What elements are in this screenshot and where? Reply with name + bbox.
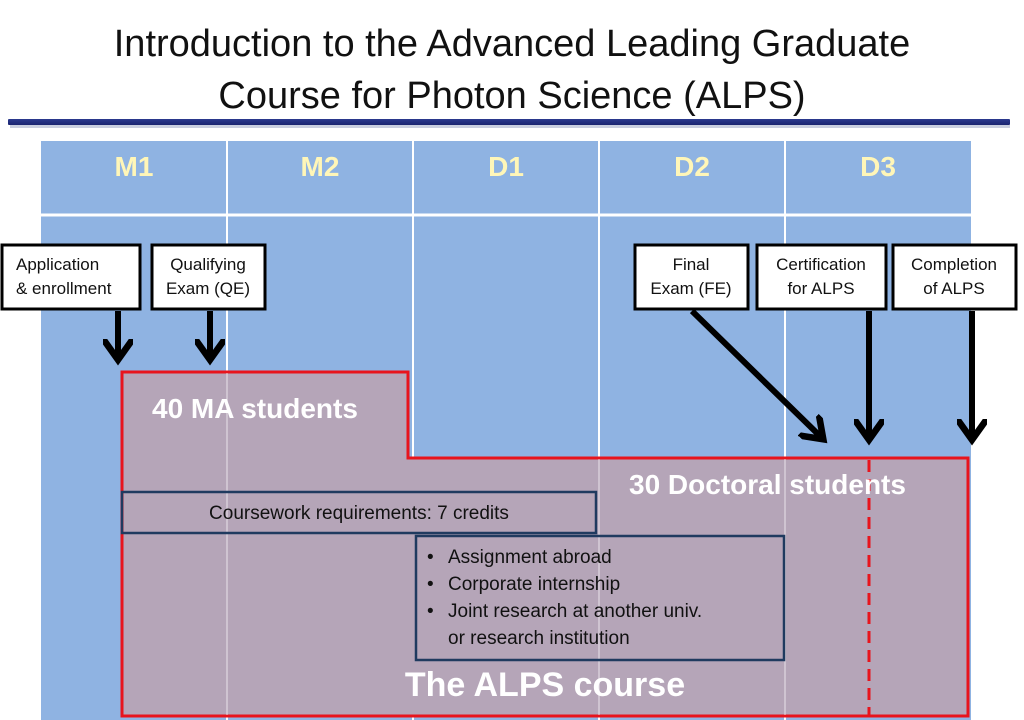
activity-bullet: • [427, 601, 434, 622]
title-rule-shadow [10, 125, 1010, 128]
activities-box [414, 534, 786, 662]
year-label-m2: M2 [301, 151, 340, 182]
coursework-text: Coursework requirements: 7 credits [209, 503, 509, 524]
milestone-final-exam-line2: Exam (FE) [650, 279, 731, 298]
title-line-1: Introduction to the Advanced Leading Gra… [113, 23, 911, 65]
milestone-final-exam-line1: Final [673, 255, 710, 274]
milestone-qualifying-line2: Exam (QE) [166, 279, 250, 298]
activity-item: Joint research at another univ. [448, 601, 702, 622]
activity-bullet: • [427, 547, 434, 568]
milestone-completion-line2: of ALPS [923, 279, 984, 298]
milestone-application: Application & enrollment [0, 243, 142, 311]
milestone-final-exam: Final Exam (FE) [633, 243, 750, 311]
activity-item: or research institution [448, 628, 630, 649]
coursework-box [120, 490, 598, 535]
year-label-d1: D1 [488, 151, 524, 182]
title-line-2: Course for Photon Science (ALPS) [218, 75, 806, 117]
milestone-application-line2: & enrollment [16, 279, 112, 298]
alps-course-region [120, 370, 970, 718]
milestone-qualifying-line1: Qualifying [170, 255, 246, 274]
arrow-final-exam [689, 308, 822, 438]
year-label-d3: D3 [860, 151, 896, 182]
activity-bullet: • [427, 574, 434, 595]
doctoral-students-label: 30 Doctoral students [629, 469, 906, 500]
activities-list: • Assignment abroad • Corporate internsh… [427, 547, 702, 649]
milestone-completion: Completion of ALPS [891, 243, 1018, 311]
alps-course-label: The ALPS course [405, 666, 685, 704]
page-title: Introduction to the Advanced Leading Gra… [0, 18, 1024, 122]
milestone-certification-line2: for ALPS [787, 279, 854, 298]
milestone-qualifying: Qualifying Exam (QE) [150, 243, 267, 311]
year-label-m1: M1 [115, 151, 154, 182]
milestone-certification: Certification for ALPS [755, 243, 888, 311]
milestone-certification-line1: Certification [776, 255, 866, 274]
milestone-application-line1: Application [16, 255, 99, 274]
milestone-completion-line1: Completion [911, 255, 997, 274]
year-label-d2: D2 [674, 151, 710, 182]
activity-item: Corporate internship [448, 574, 620, 595]
ma-students-label: 40 MA students [152, 393, 358, 424]
title-rule [8, 119, 1010, 125]
activity-item: Assignment abroad [448, 547, 612, 568]
